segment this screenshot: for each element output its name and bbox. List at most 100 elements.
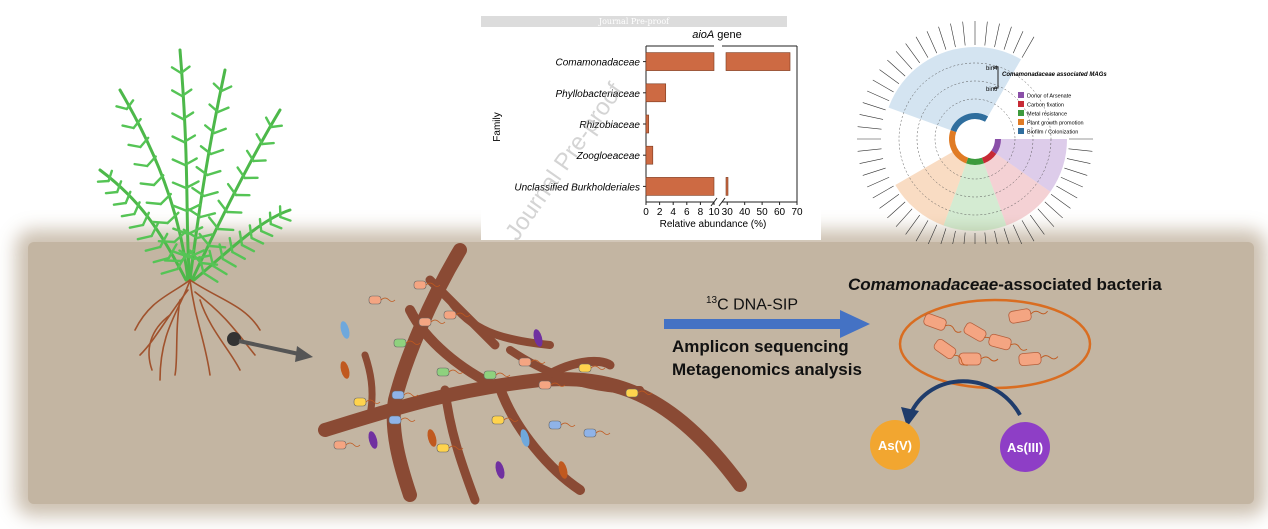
x-tick-label: 2 <box>657 207 663 218</box>
legend-label: Carbon fixation <box>1027 103 1064 109</box>
bacterium-rod <box>391 390 405 400</box>
tree-sector <box>991 139 1067 192</box>
moss-leaves <box>96 65 292 283</box>
flagellum <box>953 354 969 366</box>
tree-leaf-label-mark <box>867 90 890 102</box>
flagellum <box>345 442 361 447</box>
bar-segment-b <box>725 177 729 196</box>
moss-leaf <box>171 181 188 190</box>
process-arrow <box>664 310 870 338</box>
moss-leaf <box>221 257 237 268</box>
axis-break-mark <box>718 197 726 207</box>
tree-leaf-label-mark <box>859 158 884 164</box>
moss-leaf <box>171 135 186 144</box>
flagellum <box>1030 310 1048 315</box>
moss-leaf <box>171 112 185 121</box>
moss-leaf <box>116 180 123 194</box>
dna-sip-text: C DNA-SIP <box>717 296 799 314</box>
moss-leaf <box>211 264 228 276</box>
microbe-cell <box>495 461 505 479</box>
moss-leaf <box>151 220 169 225</box>
method-amplicon: Amplicon sequencing <box>672 337 849 356</box>
tree-leaf-label-mark <box>952 230 956 244</box>
bacterium-rod <box>518 357 532 367</box>
flagellum <box>1040 355 1059 360</box>
tree-leaf-label-mark <box>857 148 882 152</box>
moss-leaf <box>195 165 209 177</box>
moss-leaf <box>145 155 157 168</box>
flagellum <box>945 324 962 333</box>
moss-leaf <box>141 211 150 227</box>
tree-leaf-label-mark <box>994 230 998 244</box>
flagellum <box>595 430 611 435</box>
moss-leaf <box>188 249 203 265</box>
bacterium-rod <box>418 317 432 327</box>
zoom-arrow <box>227 332 313 362</box>
flagellum <box>637 390 653 395</box>
moss-leaf <box>209 148 225 156</box>
x-tick-label: 4 <box>670 207 676 218</box>
moss-leaf <box>185 203 202 213</box>
root-network <box>318 243 747 505</box>
tree-leaf-label-mark <box>872 79 894 93</box>
moss-leaf <box>160 267 179 275</box>
bacterium-rod <box>368 295 382 305</box>
tree-leaf-label-mark <box>938 26 947 50</box>
bacterium-rod <box>491 415 505 425</box>
tree-leaf-label-mark <box>940 228 947 244</box>
tree-leaf-label-mark <box>984 21 988 46</box>
moss-leaf <box>125 99 135 111</box>
moss-leaf <box>191 186 206 198</box>
tree-leaf-label-mark <box>1030 214 1045 235</box>
moss-leaf <box>236 166 247 180</box>
moss-leaf <box>269 124 283 129</box>
chart-title: aioA gene <box>692 29 742 41</box>
moss-leaf <box>157 240 176 244</box>
moss-leaf <box>136 234 153 241</box>
header-bar: Journal Pre-proof <box>481 16 787 27</box>
moss-leaf <box>144 245 162 252</box>
moss-leaf <box>261 141 275 146</box>
legend-swatch <box>1018 110 1024 116</box>
tree-leaf-label-mark <box>1012 224 1023 244</box>
flagellum <box>550 382 566 387</box>
moss-leaf <box>217 227 235 232</box>
moss-leaf <box>170 89 184 98</box>
bacterium-rod <box>436 443 450 453</box>
tree-leaf-label-mark <box>1021 220 1035 242</box>
moss-leaf <box>112 201 128 206</box>
moss-leaf <box>166 211 180 225</box>
bar <box>645 83 667 103</box>
moss-leaf <box>145 201 163 206</box>
tree-leaf-label-mark <box>1064 167 1088 176</box>
moss-leaf <box>176 253 187 271</box>
dna-sip-label: 13C DNA-SIP <box>706 295 798 314</box>
moss-leaf <box>226 182 238 197</box>
moss-leaf <box>186 226 204 236</box>
moss-leaf <box>158 232 169 249</box>
moss-leaf <box>152 256 171 264</box>
moss-leaf <box>208 244 227 249</box>
moss-leaf <box>199 212 217 219</box>
moss-leaf <box>180 88 193 98</box>
moss-leaf <box>172 250 191 259</box>
legend-label: Plant growth promotion <box>1027 121 1084 127</box>
legend-label: Metal resistance <box>1027 112 1067 118</box>
tree-leaf-label-mark <box>862 167 886 176</box>
bacterium-rod <box>443 310 457 320</box>
bacterium-rod <box>353 397 367 407</box>
tree-leaf-label-mark <box>950 23 956 48</box>
tree-sector <box>895 149 969 226</box>
bacterium-rod <box>333 440 347 450</box>
tree-leaf-label-mark <box>915 220 929 242</box>
moss-leaf <box>208 103 220 114</box>
moss-leaf <box>204 124 216 135</box>
flagellum <box>405 340 421 345</box>
moss-leaf <box>139 136 150 149</box>
arsenic-cycle: As(V) As(III) <box>870 379 1050 472</box>
moss-plant <box>96 48 292 381</box>
moss-leaf <box>170 66 183 75</box>
root-microbe-scene <box>318 243 747 505</box>
moss-leaf <box>217 199 229 214</box>
